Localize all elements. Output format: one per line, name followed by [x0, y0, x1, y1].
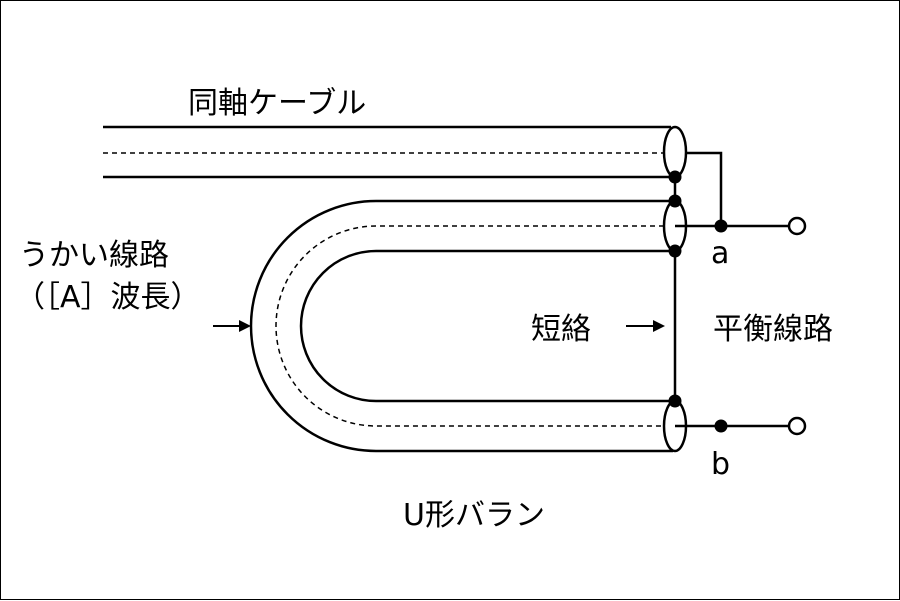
terminal-b-label: b [711, 447, 730, 482]
junction-dot [714, 419, 728, 433]
u-bypass-line [249, 199, 673, 453]
u-line-inner [299, 249, 673, 403]
coax-cable-label: 同軸ケーブル [188, 86, 366, 121]
terminal-b-circle [787, 416, 807, 436]
short-arrow-head [653, 320, 665, 332]
short-circuit-label: 短絡 [531, 312, 591, 347]
terminal-a-label: a [711, 236, 729, 271]
u-line-center-conductor [275, 225, 673, 427]
coax-cable [103, 125, 671, 179]
bypass-line-label: うかい線路 [19, 238, 169, 273]
terminal-a-circle [787, 216, 807, 236]
junction-dot [668, 194, 682, 208]
balanced-line-label: 平衡線路 [713, 312, 833, 347]
junction-dots [668, 170, 728, 433]
junction-dot [668, 394, 682, 408]
u-line-outer [249, 199, 673, 453]
junction-dot [668, 170, 682, 184]
junction-dot [668, 244, 682, 258]
coax-end-ellipse [662, 125, 688, 179]
balanced-line-wiring [675, 151, 789, 428]
bypass-line-wavelength-label: （［A］波長） [15, 280, 201, 315]
bypass-arrow-head [239, 320, 251, 332]
arrows [213, 320, 665, 332]
u-balun-label: U形バラン [403, 498, 545, 533]
junction-dot [714, 219, 728, 233]
open-terminals [787, 216, 807, 436]
center-to-terminal-a-wire [686, 151, 723, 226]
